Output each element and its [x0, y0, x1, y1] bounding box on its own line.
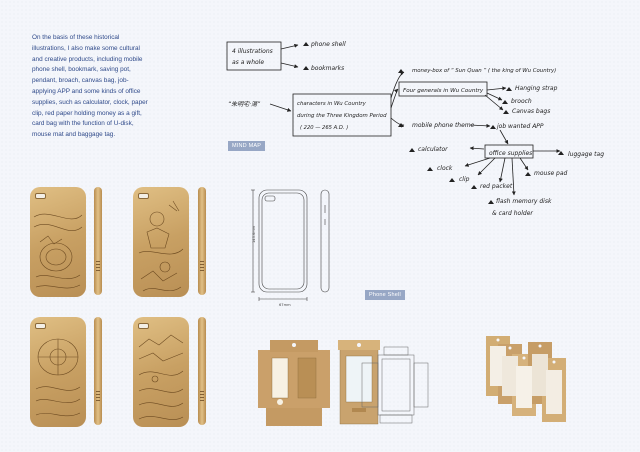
node-clip: clip	[459, 176, 470, 183]
node-mouse-pad: mouse pad	[534, 170, 568, 177]
box-illustrations	[226, 41, 282, 71]
packaging-line-drawing	[361, 346, 429, 424]
node-four-generals: Four generals in Wu Country	[403, 88, 484, 94]
node-job-app: job wanted APP	[496, 123, 544, 130]
dim-height-label: 143.6mm	[252, 225, 256, 243]
packaging-unfolded-box	[258, 340, 330, 426]
illustrations-line2: as a whole	[232, 59, 264, 66]
phone-shell-technical-drawing: 143.6mm 67mm	[251, 189, 330, 307]
phone-shell-side-3	[94, 317, 102, 425]
node-brooch: brooch	[511, 98, 532, 105]
node-hanging-strap: Hanging strap	[515, 85, 558, 92]
node-money-box: money-box of “ Sun Quan ” ( the king of …	[412, 68, 556, 74]
node-canvas-bags: Canvas bags	[512, 108, 550, 115]
node-mobile-theme: mobile phone theme	[412, 122, 475, 129]
node-bookmarks: bookmarks	[311, 65, 344, 72]
packaging-box-photo	[338, 340, 380, 425]
phone-shell-side-4	[198, 317, 206, 425]
phone-shell-photo-4	[133, 317, 189, 427]
illustrations-line1: 4 illustrations	[232, 48, 273, 55]
node-luggage-tag: luggage tag	[568, 151, 604, 158]
box-characters	[292, 93, 392, 137]
phone-shell-side-2	[198, 187, 206, 295]
flash-line1: flash memory disk	[496, 198, 552, 205]
phone-shell-photo-3	[30, 317, 86, 427]
box-office-supplies	[484, 144, 534, 159]
node-calculator: calculator	[418, 146, 448, 153]
camera-icon	[35, 323, 46, 329]
flash-line2: & card holder	[492, 210, 533, 217]
characters-line3: ( 220 — 265 A.D. )	[300, 125, 348, 131]
node-phone-shell: phone shell	[310, 41, 346, 48]
phone-shell-tag: Phone Shell	[365, 290, 405, 300]
engraving-art-2	[138, 200, 184, 292]
phone-shell-side-1	[94, 187, 102, 295]
characters-line1: characters in Wu Country	[297, 101, 367, 107]
node-clock: clock	[437, 165, 453, 172]
camera-icon	[138, 193, 149, 199]
phone-shell-photo-1	[30, 187, 86, 297]
engraving-art-3	[35, 338, 81, 417]
node-title-chinese: “朱明宅·湯”	[228, 100, 261, 108]
characters-line2: during the Three Kingdom Period	[297, 113, 387, 119]
phone-shell-photo-2	[133, 187, 189, 297]
box-four-generals	[398, 81, 488, 97]
mind-map-tag: MIND MAP	[228, 141, 266, 151]
packaging-product-group	[486, 336, 566, 422]
engraving-art-1	[33, 213, 83, 289]
dim-width-label: 67mm	[279, 303, 291, 307]
camera-icon	[138, 323, 149, 329]
engraving-art-4	[138, 334, 184, 420]
node-red-packet: red packet	[480, 183, 513, 190]
intro-paragraph: On the basis of these historical illustr…	[32, 34, 148, 139]
camera-icon	[35, 193, 46, 199]
node-office-supplies: office supplies	[489, 150, 532, 157]
